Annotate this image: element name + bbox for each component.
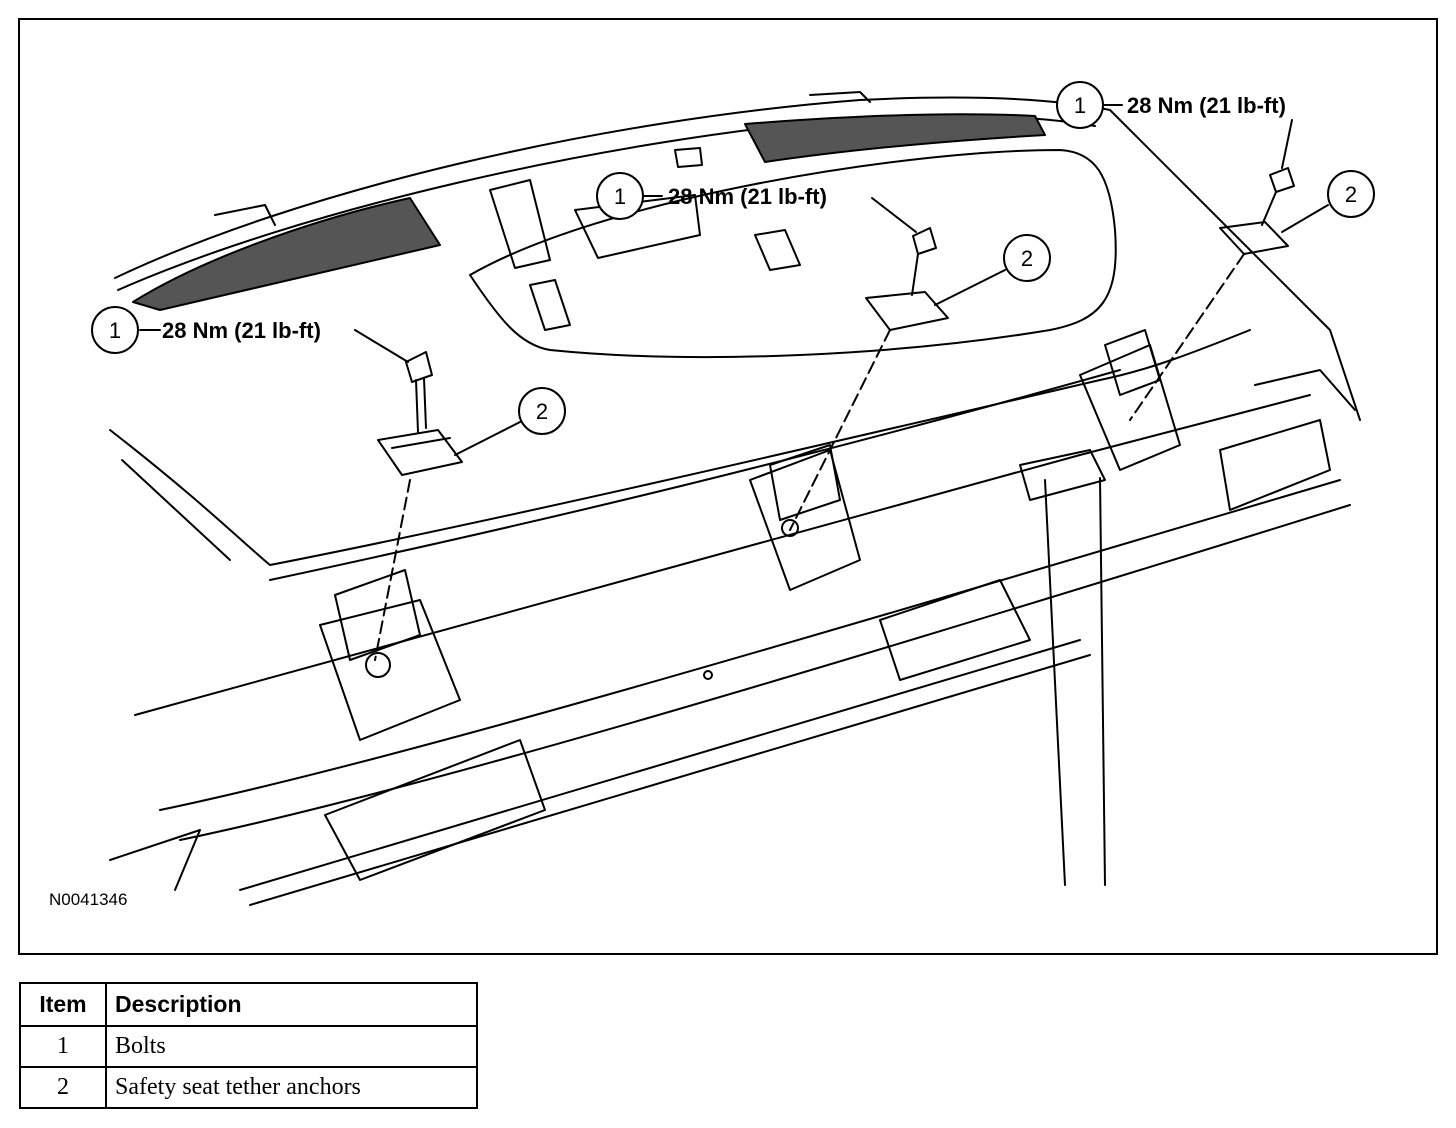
install-line-left — [374, 479, 411, 661]
leader-2-center — [934, 269, 1006, 306]
tray-clip-center — [809, 91, 871, 103]
center-panel — [469, 147, 1117, 359]
tether-anchor-diagram: 1 28 Nm (21 lb-ft) 1 28 Nm (21 lb-ft) 1 … — [49, 81, 1375, 909]
install-line-right — [1129, 253, 1245, 421]
legend-item-number: 2 — [19, 1066, 107, 1109]
tether-anchor-right — [1219, 221, 1289, 255]
tray-clip-left — [214, 204, 276, 226]
callout-1-right-torque: 28 Nm (21 lb-ft) — [1127, 93, 1286, 118]
speaker-grille-right — [744, 113, 1046, 163]
callout-2-left-circle — [518, 387, 566, 435]
tether-anchor-left — [377, 429, 463, 476]
belt-slot-right — [1254, 369, 1356, 411]
callout-1-left-number: 1 — [109, 318, 121, 343]
lower-bracket-center — [879, 579, 1031, 681]
tray-hole — [703, 670, 713, 680]
leader-1-center — [871, 197, 917, 233]
callout-2-right-number: 2 — [1345, 182, 1357, 207]
bolt-center — [911, 227, 937, 296]
bolt-right — [1261, 167, 1295, 226]
corner-trim — [109, 829, 201, 891]
callout-2-center-circle — [1003, 234, 1051, 282]
anchor-cover-right — [1079, 329, 1181, 471]
legend-header-row: Item Description — [19, 982, 478, 1027]
lower-bracket-right — [1219, 419, 1331, 511]
anchor-cover-center — [749, 444, 861, 591]
callout-2-center-number: 2 — [1021, 246, 1033, 271]
seat-belt — [1019, 449, 1106, 886]
callout-1-right-circle — [1056, 81, 1104, 129]
legend-table: Item Description 1 Bolts 2 Safety seat t… — [19, 982, 478, 1109]
leader-1-right — [1281, 119, 1293, 169]
anchor-cover-left — [319, 569, 461, 741]
callout-1-left-torque: 28 Nm (21 lb-ft) — [162, 318, 321, 343]
callout-1-center-number: 1 — [614, 184, 626, 209]
bolt-left — [405, 351, 433, 433]
callout-1-center-torque: 28 Nm (21 lb-ft) — [668, 184, 827, 209]
callout-2-right-circle — [1327, 170, 1375, 218]
legend-header-description: Description — [105, 982, 478, 1027]
package-tray — [109, 96, 1361, 906]
speaker-grille-left — [132, 197, 441, 311]
legend-header-item: Item — [19, 982, 107, 1027]
lower-bracket-left — [324, 739, 546, 881]
diagram-frame — [18, 18, 1438, 955]
legend-item-description: Safety seat tether anchors — [105, 1066, 478, 1109]
install-line-center — [789, 329, 891, 531]
callout-1-right-number: 1 — [1074, 93, 1086, 118]
legend-item-description: Bolts — [105, 1025, 478, 1068]
figure-id: N0041346 — [49, 890, 127, 909]
leader-2-right — [1281, 204, 1329, 233]
callout-1-left-circle — [91, 306, 139, 354]
leader-2-left — [454, 421, 521, 456]
table-row: 1 Bolts — [19, 1025, 478, 1068]
callout-2-left-number: 2 — [536, 399, 548, 424]
callout-1-center-circle — [596, 172, 644, 220]
leader-1-left — [354, 329, 409, 363]
tether-anchor-center — [865, 291, 949, 331]
legend-item-number: 1 — [19, 1025, 107, 1068]
table-row: 2 Safety seat tether anchors — [19, 1066, 478, 1109]
